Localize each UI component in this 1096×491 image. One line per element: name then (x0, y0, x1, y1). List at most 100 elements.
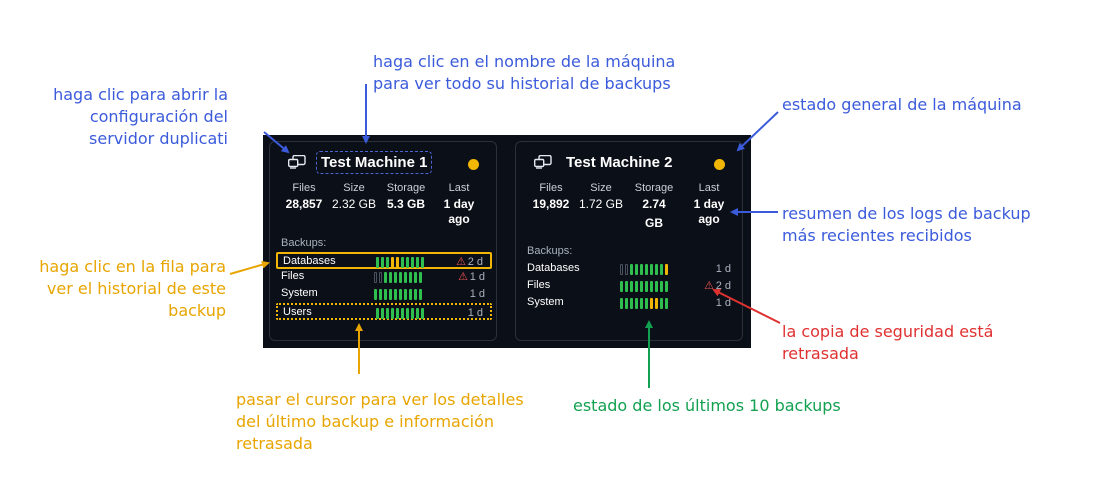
backup-status-bar[interactable] (635, 264, 638, 275)
backup-status-bar[interactable] (416, 257, 419, 268)
backup-status-bar[interactable] (665, 264, 668, 275)
backup-status-bar[interactable] (394, 289, 397, 300)
machine-icon[interactable] (288, 155, 306, 169)
annotation-log-summary: resumen de los logs de backup más recien… (782, 204, 1031, 245)
backup-status-bar[interactable] (660, 298, 663, 309)
backup-status-bar[interactable] (655, 298, 658, 309)
backup-row[interactable]: Files ⚠ 1 d (281, 270, 485, 283)
backup-status-bar[interactable] (625, 264, 628, 275)
backup-status-bar[interactable] (411, 308, 414, 319)
backup-status-bar[interactable] (374, 289, 377, 300)
backup-bars[interactable] (620, 264, 670, 275)
machine-status-dot (714, 159, 725, 170)
backup-status-bar[interactable] (635, 298, 638, 309)
backup-status-bar[interactable] (630, 264, 633, 275)
machine-name-link[interactable]: Test Machine 1 (316, 150, 433, 174)
backup-status-bar[interactable] (625, 281, 628, 292)
machine-status-dot (468, 159, 479, 170)
machine-card: Test Machine 2 Files 19,892 Size 1.72 GB… (515, 141, 743, 341)
annotation-machine-status: estado general de la máquina (782, 95, 1022, 114)
backup-row[interactable]: System 1 d (527, 296, 731, 309)
backup-status-bar[interactable] (416, 308, 419, 319)
machine-icon[interactable] (534, 155, 552, 169)
backup-status-bar[interactable] (414, 272, 417, 283)
backup-status-bar[interactable] (665, 281, 668, 292)
backup-status-bar[interactable] (645, 281, 648, 292)
backup-status-bar[interactable] (421, 308, 424, 319)
backup-status-bar[interactable] (655, 264, 658, 275)
backup-status-bar[interactable] (376, 308, 379, 319)
arrow-delayed (712, 289, 781, 324)
machine-name-link[interactable]: Test Machine 2 (566, 153, 673, 171)
backup-row[interactable]: Users 1 d (276, 303, 492, 320)
backup-status-bar[interactable] (401, 308, 404, 319)
backup-bars[interactable] (376, 308, 426, 319)
backup-status-bar[interactable] (421, 257, 424, 268)
backup-status-bar[interactable] (386, 308, 389, 319)
backup-status-bar[interactable] (384, 272, 387, 283)
backup-status-bar[interactable] (655, 281, 658, 292)
annotation-hover: pasar el cursor para ver los detalles de… (236, 390, 524, 453)
backup-status-bar[interactable] (414, 289, 417, 300)
backup-status-bar[interactable] (404, 272, 407, 283)
backup-status-bar[interactable] (409, 289, 412, 300)
backup-status-bar[interactable] (381, 308, 384, 319)
backup-status-bar[interactable] (630, 281, 633, 292)
backup-status-bar[interactable] (381, 257, 384, 268)
backup-status-bar[interactable] (374, 272, 377, 283)
backup-status-bar[interactable] (379, 272, 382, 283)
backup-status-bar[interactable] (665, 298, 668, 309)
backup-status-bar[interactable] (376, 257, 379, 268)
backup-status-bar[interactable] (635, 281, 638, 292)
backup-status-bar[interactable] (620, 281, 623, 292)
backup-status-bar[interactable] (620, 298, 623, 309)
backup-status-bar[interactable] (386, 257, 389, 268)
stat-size: Size 1.72 GB (578, 182, 624, 211)
backup-status-bar[interactable] (379, 289, 382, 300)
annotation-machine-name: haga clic en el nombre de la máquina par… (373, 52, 676, 93)
backup-status-bar[interactable] (645, 298, 648, 309)
backup-status-bar[interactable] (399, 289, 402, 300)
backup-row[interactable]: System 1 d (281, 287, 485, 300)
backup-bars[interactable] (620, 281, 670, 292)
backup-status-bar[interactable] (399, 272, 402, 283)
backup-status-bar[interactable] (620, 264, 623, 275)
dashboard-panel: Test Machine 1 Files 28,857 Size 2.32 GB… (263, 135, 751, 348)
backup-bars[interactable] (620, 298, 670, 309)
backup-status-bar[interactable] (391, 257, 394, 268)
backup-bars[interactable] (374, 272, 424, 283)
backup-status-bar[interactable] (406, 308, 409, 319)
backup-status-bar[interactable] (660, 281, 663, 292)
backup-status-bar[interactable] (404, 289, 407, 300)
backup-status-bar[interactable] (640, 264, 643, 275)
backup-status-bar[interactable] (645, 264, 648, 275)
backup-status-bar[interactable] (419, 289, 422, 300)
backup-status-bar[interactable] (640, 281, 643, 292)
backup-status-bar[interactable] (396, 257, 399, 268)
backup-row[interactable]: Databases ⚠ 2 d (276, 252, 492, 269)
backup-status-bar[interactable] (650, 298, 653, 309)
backup-status-bar[interactable] (419, 272, 422, 283)
backup-status-bar[interactable] (411, 257, 414, 268)
backup-status-bar[interactable] (389, 272, 392, 283)
backup-bars[interactable] (376, 257, 426, 268)
backup-status-bar[interactable] (389, 289, 392, 300)
backup-status-bar[interactable] (409, 272, 412, 283)
backup-status-bar[interactable] (384, 289, 387, 300)
backup-bars[interactable] (374, 289, 424, 300)
backup-status-bar[interactable] (401, 257, 404, 268)
backup-status-bar[interactable] (640, 298, 643, 309)
backup-status-bar[interactable] (650, 264, 653, 275)
backup-status-bar[interactable] (406, 257, 409, 268)
backups-label: Backups: (281, 237, 327, 249)
backup-status-bar[interactable] (391, 308, 394, 319)
backup-row[interactable]: Files ⚠ 2 d (527, 279, 731, 292)
backup-row[interactable]: Databases 1 d (527, 262, 731, 275)
backup-status-bar[interactable] (396, 308, 399, 319)
backup-status-bar[interactable] (630, 298, 633, 309)
backup-status-bar[interactable] (394, 272, 397, 283)
backup-status-bar[interactable] (650, 281, 653, 292)
backup-status-bar[interactable] (660, 264, 663, 275)
backup-status-bar[interactable] (625, 298, 628, 309)
